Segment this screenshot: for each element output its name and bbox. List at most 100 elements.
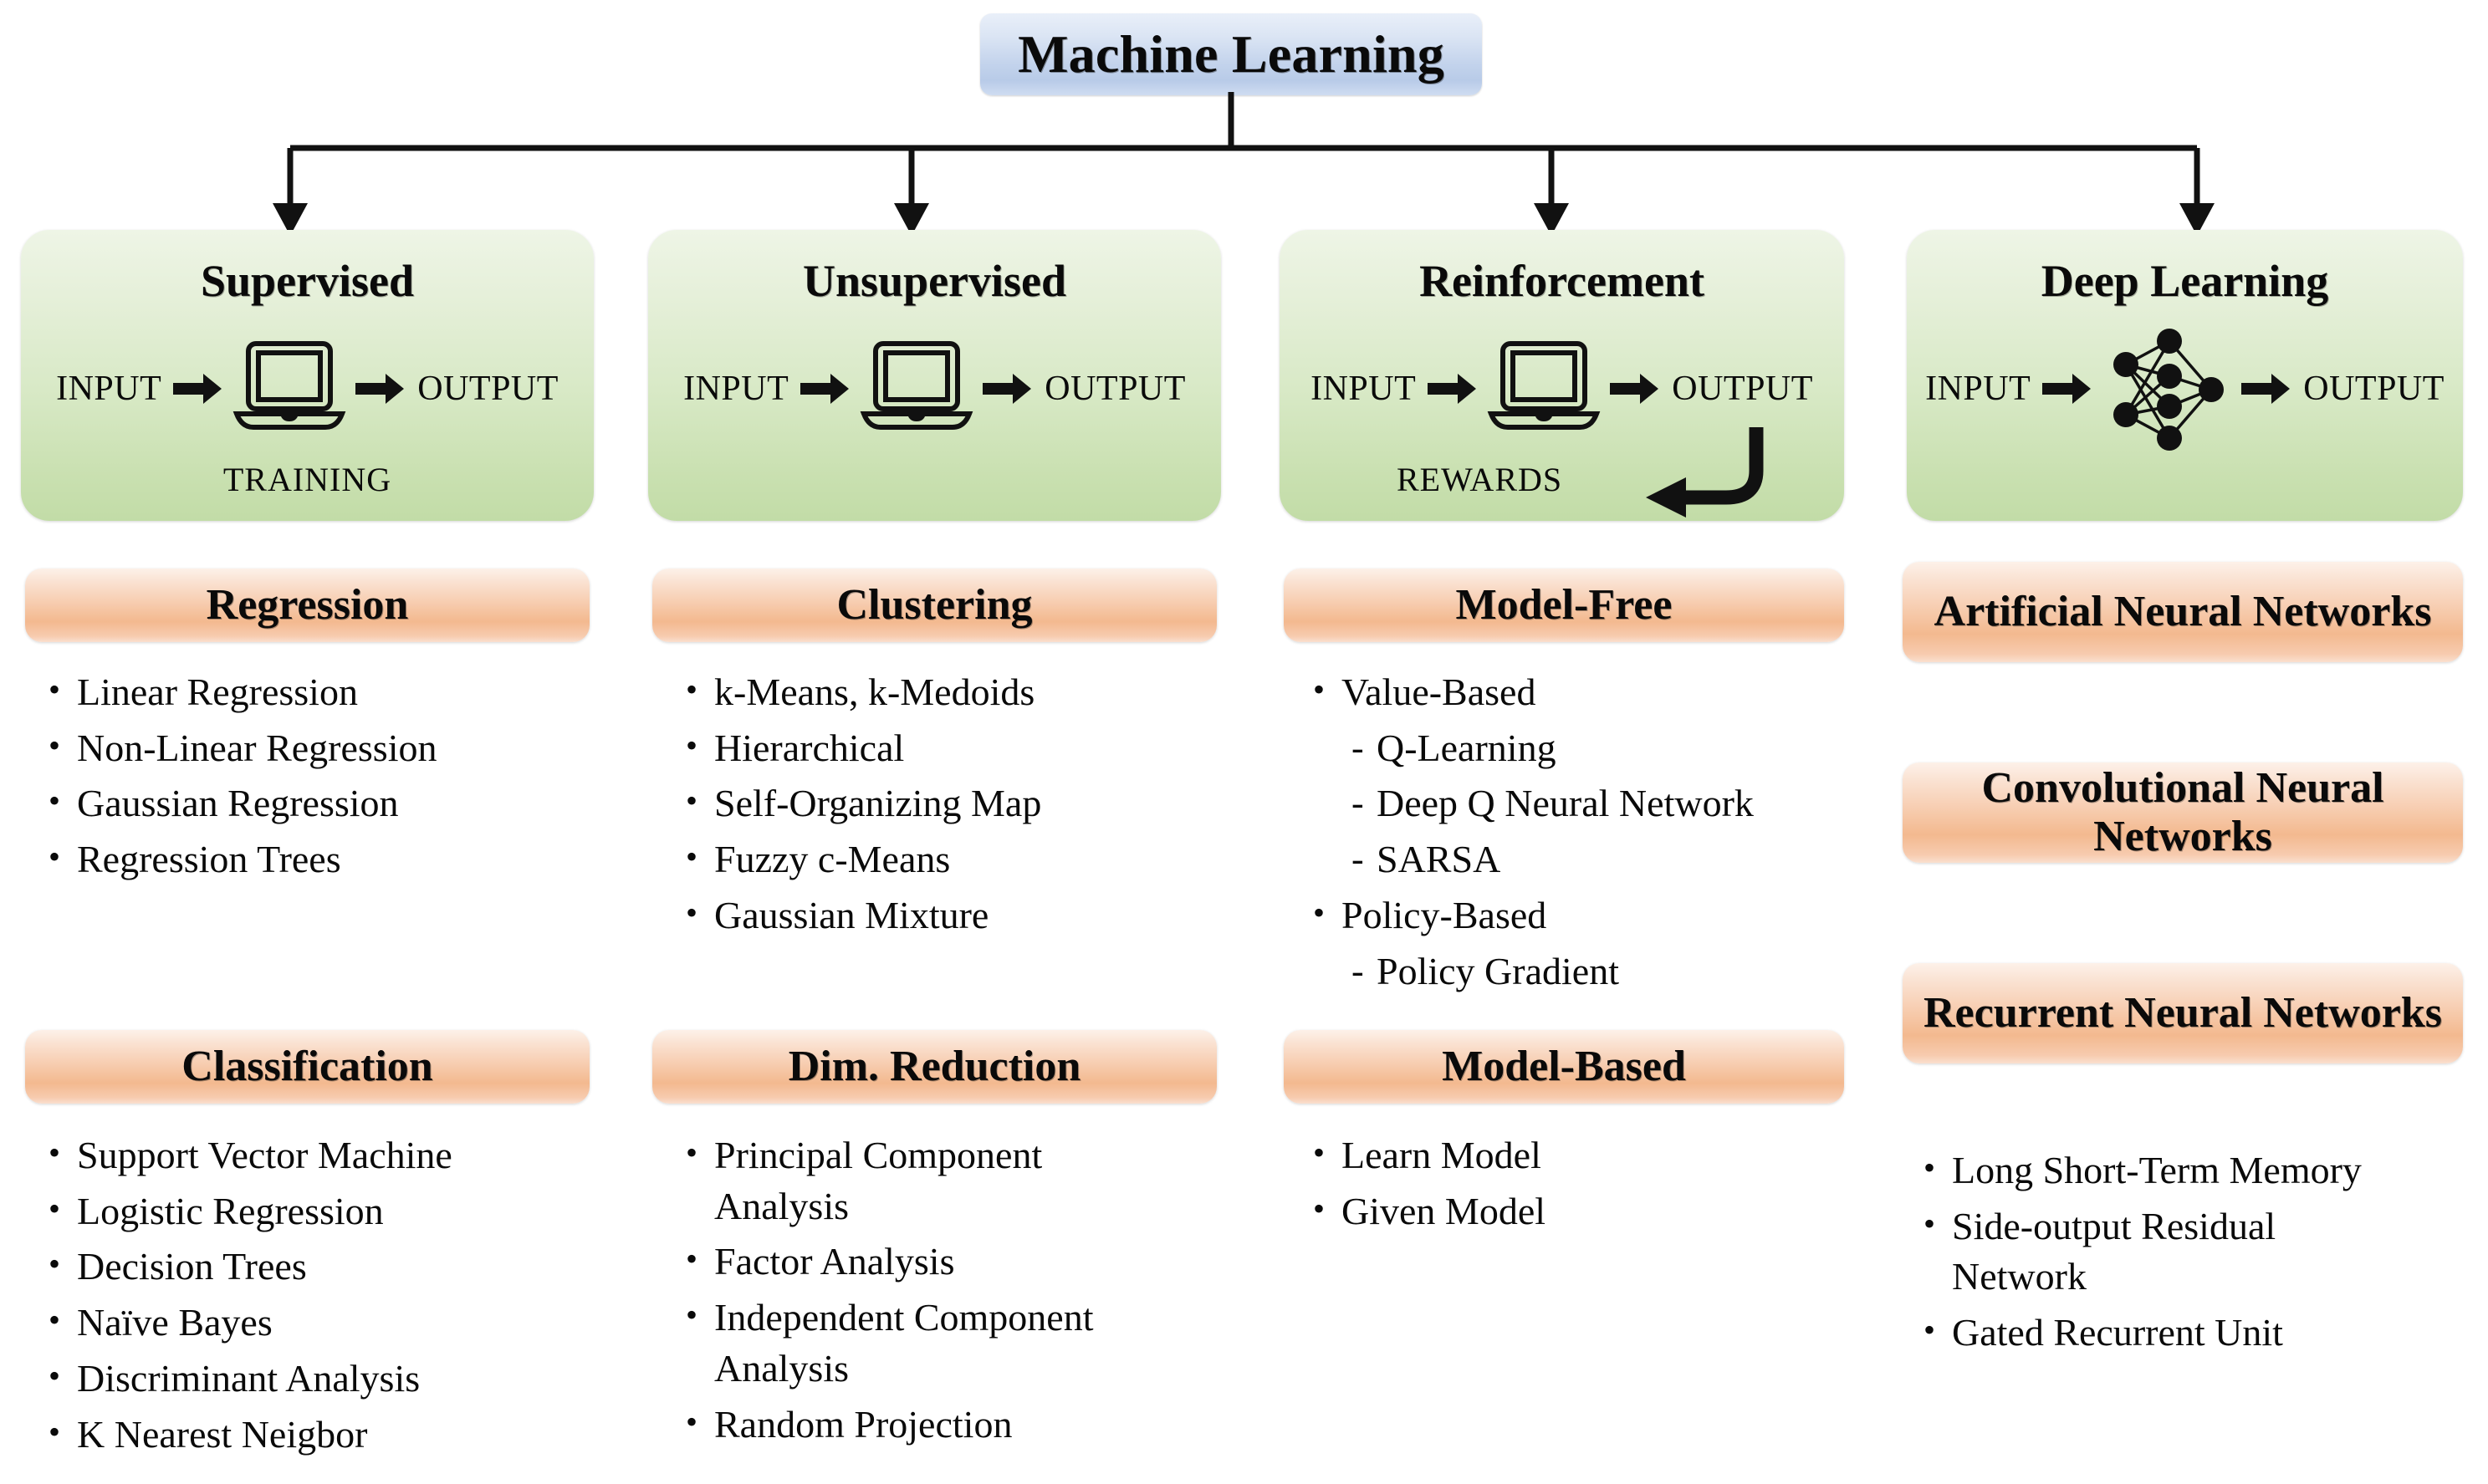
subheader-label: Model-Based: [1442, 1042, 1686, 1090]
bullet-icon: •: [49, 1189, 61, 1227]
arrow-right-icon: [173, 374, 222, 404]
list-item: •Fuzzy c-Means: [686, 834, 1221, 885]
flow-output-label: OUTPUT: [2303, 370, 2445, 408]
arrow-right-icon: [1610, 374, 1659, 404]
subheader-model-based: Model-Based: [1284, 1030, 1844, 1104]
list-item: •Naïve Bayes: [49, 1298, 600, 1349]
subheader-convolutional-neural-networks: Convolutional Neural Networks: [1903, 762, 2463, 863]
list-item: •Gaussian Regression: [49, 778, 592, 829]
subheader-label: Clustering: [836, 580, 1033, 629]
list-item: •Gated Recurrent Unit: [1923, 1308, 2475, 1359]
list-item: •Side-output Residual Network: [1923, 1201, 2409, 1303]
arrow-right-icon: [983, 374, 1032, 404]
list-classification: •Support Vector Machine •Logistic Regres…: [49, 1130, 600, 1465]
bullet-icon: •: [686, 838, 698, 876]
root-node-label: Machine Learning: [1018, 24, 1444, 84]
list-regression: •Linear Regression •Non-Linear Regressio…: [49, 667, 592, 890]
dash-icon: -: [1351, 783, 1364, 824]
flow-output-label: OUTPUT: [1672, 370, 1813, 408]
list-item: •Factor Analysis: [686, 1237, 1154, 1288]
flow-diagram-reinforcement: INPUT OUTPUT: [1280, 339, 1844, 439]
arrow-right-icon: [355, 374, 405, 404]
flow-diagram-deep-learning: INPUT: [1907, 329, 2463, 451]
list-item: •Principal Component Analysis: [686, 1130, 1154, 1232]
bullet-icon: •: [49, 671, 61, 708]
connector-tree: [0, 92, 2488, 242]
flow-diagram-unsupervised: INPUT OUTPUT: [648, 339, 1221, 439]
subheader-recurrent-neural-networks: Recurrent Neural Networks: [1903, 963, 2463, 1063]
list-item: •Policy-Based: [1313, 890, 1890, 941]
list-item: •Non-Linear Regression: [49, 723, 592, 774]
dash-icon: -: [1351, 839, 1364, 880]
list-item: -Policy Gradient: [1313, 946, 1890, 997]
subheader-label: Classification: [181, 1042, 433, 1090]
list-deep-learning: •Long Short-Term Memory •Side-output Res…: [1923, 1145, 2475, 1364]
bullet-icon: •: [49, 1412, 61, 1451]
laptop-icon: [232, 341, 346, 430]
bullet-icon: •: [49, 838, 61, 876]
list-item: •Self-Organizing Map: [686, 778, 1221, 829]
laptop-icon: [1487, 341, 1601, 430]
arrow-right-icon: [2042, 374, 2092, 404]
flow-output-label: OUTPUT: [1045, 370, 1186, 408]
flow-diagram-supervised: INPUT OUTPUT: [21, 339, 594, 439]
list-item: •Decision Trees: [49, 1242, 600, 1293]
bullet-icon: •: [1313, 1189, 1326, 1227]
list-item: •Logistic Regression: [49, 1186, 600, 1237]
bullet-icon: •: [49, 782, 61, 820]
feedback-loop-arrow-icon: [1646, 427, 1764, 518]
bullet-icon: •: [686, 1134, 698, 1171]
category-title-supervised: Supervised: [200, 256, 415, 306]
subheader-regression: Regression: [25, 569, 590, 642]
flow-input-label: INPUT: [683, 370, 789, 408]
subheader-classification: Classification: [25, 1030, 590, 1104]
list-clustering: •k-Means, k-Medoids •Hierarchical •Self-…: [686, 667, 1221, 946]
bullet-icon: •: [1313, 671, 1326, 708]
subheader-label: Regression: [206, 580, 409, 629]
category-box-unsupervised: Unsupervised INPUT OUTPUT: [648, 230, 1221, 521]
list-item: •Value-Based: [1313, 667, 1890, 718]
bullet-icon: •: [49, 1134, 61, 1171]
list-item: -Deep Q Neural Network: [1313, 778, 1890, 829]
list-item: •Linear Regression: [49, 667, 592, 718]
bullet-icon: •: [1313, 1134, 1326, 1171]
bullet-icon: •: [686, 782, 698, 820]
root-node-machine-learning: Machine Learning: [980, 13, 1482, 95]
bullet-icon: •: [686, 1240, 698, 1278]
subheader-label: Convolutional Neural Networks: [1981, 763, 2384, 860]
bullet-icon: •: [686, 1402, 698, 1441]
bullet-icon: •: [49, 726, 61, 764]
list-model-based: •Learn Model •Given Model: [1313, 1130, 1832, 1242]
flow-input-label: INPUT: [1925, 370, 2031, 408]
list-item: •K Nearest Neigbor: [49, 1410, 600, 1461]
subheader-label: Model-Free: [1455, 580, 1673, 629]
flow-output-label: OUTPUT: [417, 370, 559, 408]
list-item: •Learn Model: [1313, 1130, 1832, 1181]
subheader-label: Dim. Reduction: [788, 1042, 1081, 1090]
bullet-icon: •: [686, 893, 698, 931]
bullet-icon: •: [49, 1301, 61, 1339]
list-item: •Support Vector Machine: [49, 1130, 600, 1181]
arrow-right-icon: [2241, 374, 2291, 404]
bullet-icon: •: [686, 1296, 698, 1334]
list-item: •Gaussian Mixture: [686, 890, 1221, 941]
bullet-icon: •: [1313, 893, 1326, 931]
subheader-artificial-neural-networks: Artificial Neural Networks: [1903, 562, 2463, 662]
subheader-label: Recurrent Neural Networks: [1923, 988, 2442, 1037]
list-item: •Given Model: [1313, 1186, 1832, 1237]
category-box-supervised: Supervised INPUT OUTPUT TRAINING: [21, 230, 594, 521]
arrow-right-icon: [1428, 374, 1477, 404]
bullet-icon: •: [1923, 1204, 1936, 1242]
list-item: -Q-Learning: [1313, 723, 1890, 774]
category-title-deep-learning: Deep Learning: [2041, 256, 2329, 306]
list-item: •k-Means, k-Medoids: [686, 667, 1221, 718]
laptop-icon: [860, 341, 973, 430]
bullet-icon: •: [686, 671, 698, 708]
list-item: •Long Short-Term Memory: [1923, 1145, 2475, 1196]
flow-input-label: INPUT: [56, 370, 162, 408]
category-caption-rewards: REWARDS: [1397, 461, 1563, 498]
flow-input-label: INPUT: [1310, 370, 1417, 408]
list-dim-reduction: •Principal Component Analysis •Factor An…: [686, 1130, 1154, 1455]
category-caption-training: TRAINING: [222, 461, 392, 498]
